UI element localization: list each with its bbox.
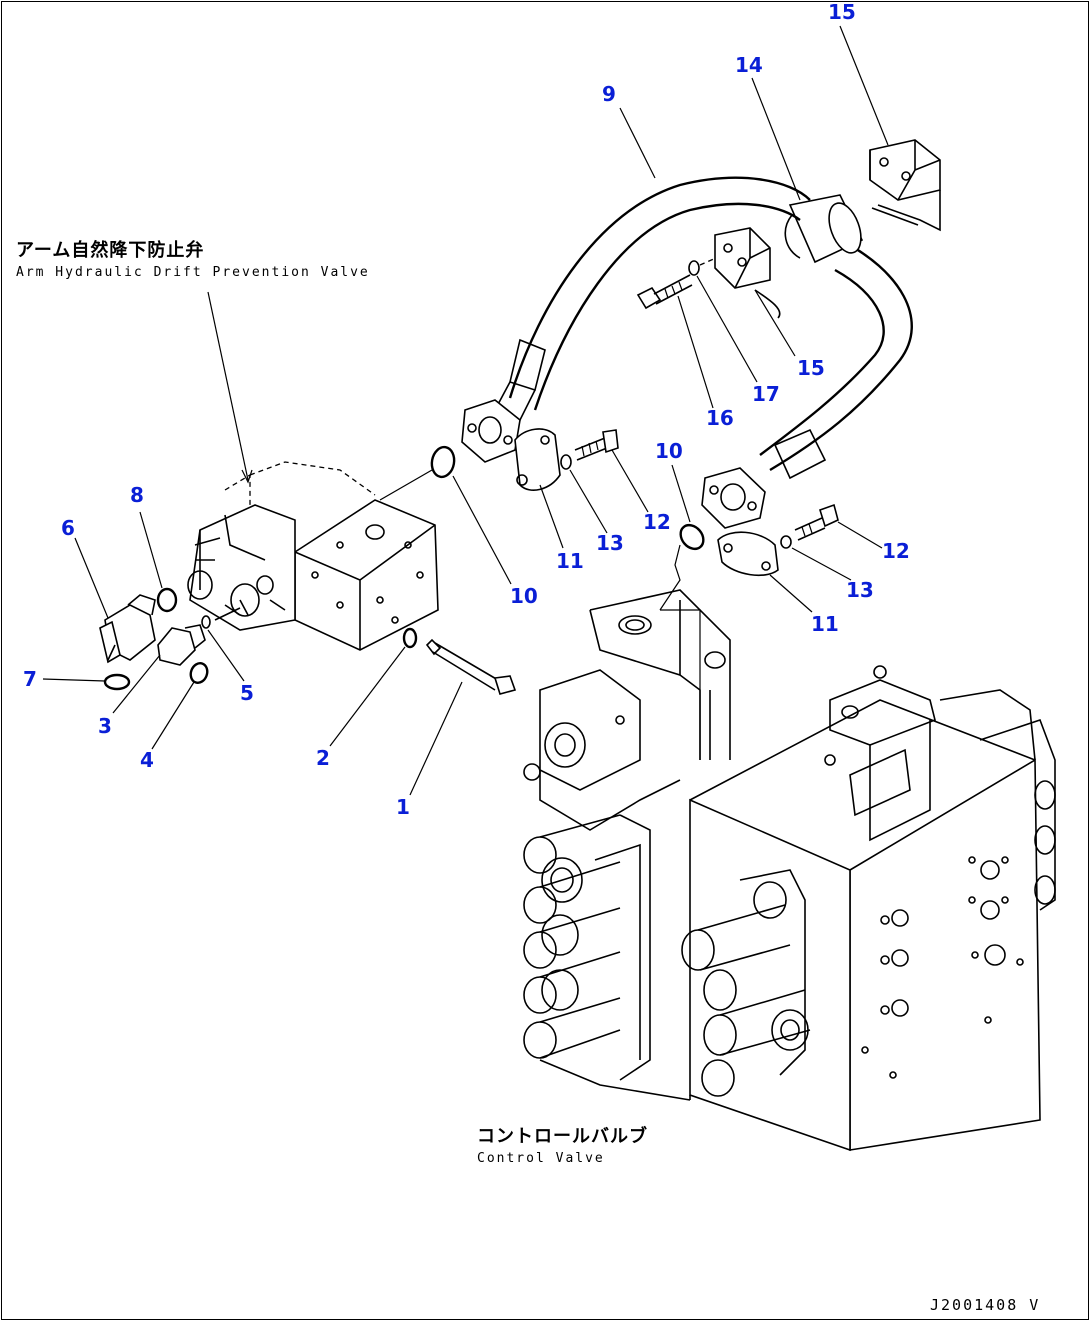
callout-10-left: 10 [510, 584, 538, 608]
control-valve-label-en: Control Valve [477, 1151, 605, 1166]
callout-13-lower: 13 [846, 578, 874, 602]
hose-assembly [493, 176, 913, 480]
upper-split-flange-11 [514, 428, 561, 491]
o-ring-10-upper [430, 445, 456, 479]
callout-5: 5 [240, 681, 254, 705]
control-valve [523, 589, 1056, 1152]
callout-12-upper: 12 [643, 510, 671, 534]
callout-15-top: 15 [828, 0, 856, 24]
lower-bracket [714, 227, 781, 319]
washer-13-upper [560, 454, 572, 470]
callout-1: 1 [396, 795, 410, 819]
washer-13-lower [780, 535, 792, 549]
elbow-fitting-6 [99, 594, 156, 664]
callout-8: 8 [130, 483, 144, 507]
drift-prevention-valve [187, 461, 439, 651]
callout-13-upper: 13 [596, 531, 624, 555]
connector-3 [157, 624, 206, 666]
o-ring-5 [201, 615, 211, 629]
lower-split-flange-11 [717, 531, 779, 577]
callout-14: 14 [735, 53, 763, 77]
fitting-stub [214, 599, 249, 621]
leader-lines [42, 25, 889, 796]
o-ring-8 [156, 587, 178, 613]
callout-10-right: 10 [655, 439, 683, 463]
o-ring-7 [103, 673, 131, 691]
callout-9: 9 [602, 82, 616, 106]
callout-2: 2 [316, 746, 330, 770]
arm-valve-label-jp: アーム自然降下防止弁 [16, 240, 205, 261]
callout-11-upper: 11 [556, 549, 584, 573]
drawing-id: J2001408 V [930, 1296, 1041, 1314]
bolt-1 [425, 638, 517, 695]
callout-12-lower: 12 [882, 539, 910, 563]
o-ring-10-lower [679, 523, 705, 551]
callout-7: 7 [23, 667, 37, 691]
callout-11-lower: 11 [811, 612, 839, 636]
callout-4: 4 [140, 748, 154, 772]
upper-bracket [869, 139, 941, 232]
washer-17 [688, 260, 700, 276]
callout-17: 17 [752, 382, 780, 406]
lower-flange [701, 467, 766, 529]
upper-flange [461, 399, 521, 463]
callout-3: 3 [98, 714, 112, 738]
bolt-12-lower [794, 503, 839, 541]
arm-valve-label-en: Arm Hydraulic Drift Prevention Valve [16, 265, 370, 280]
callout-16: 16 [706, 406, 734, 430]
washer-2 [402, 627, 418, 649]
o-ring-4 [189, 662, 209, 684]
bolt-16 [636, 274, 693, 310]
callout-6: 6 [61, 516, 75, 540]
callout-15-lower: 15 [797, 356, 825, 380]
control-valve-label-jp: コントロールバルブ [477, 1126, 648, 1147]
bolt-12-upper [574, 429, 619, 461]
